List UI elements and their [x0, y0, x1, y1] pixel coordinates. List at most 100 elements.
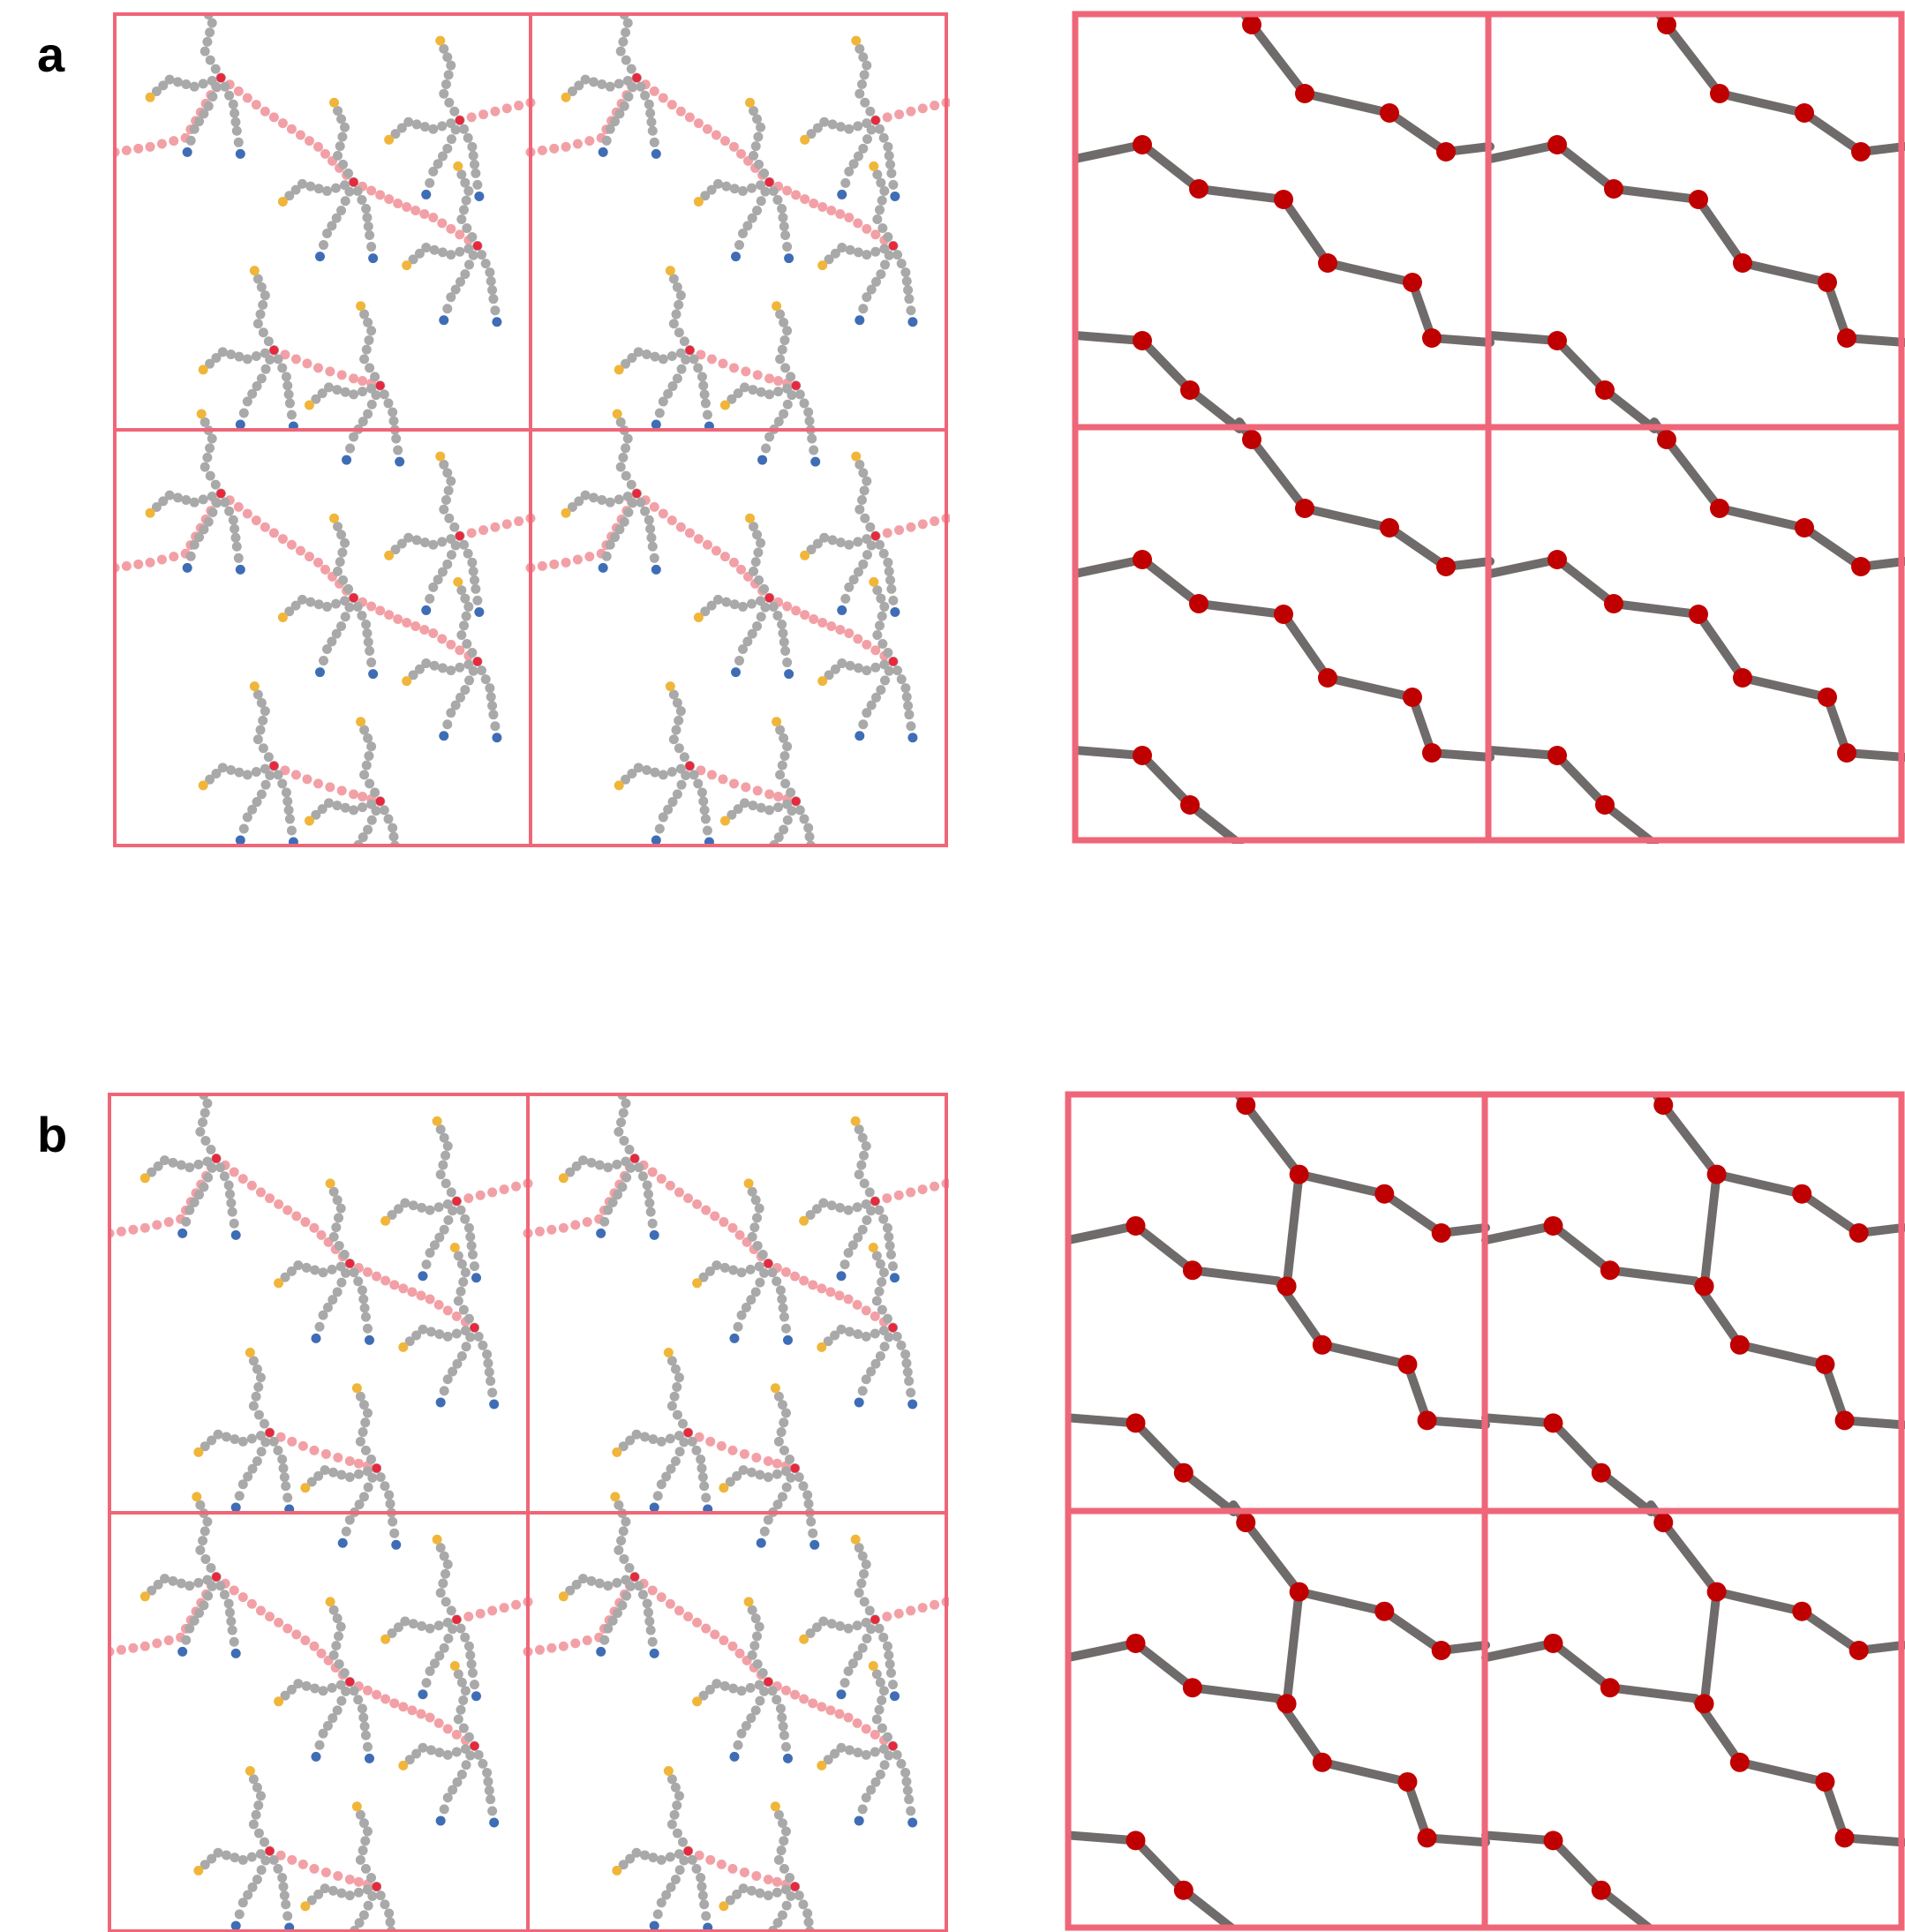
linker-bead — [647, 1585, 658, 1596]
backbone-bead — [461, 1760, 471, 1770]
backbone-bead — [780, 646, 791, 657]
backbone-bead — [417, 1620, 427, 1631]
backbone-bead — [344, 186, 355, 197]
backbone-bead — [434, 1650, 445, 1661]
coarse-bond — [1486, 331, 1562, 345]
backbone-bead — [902, 1367, 913, 1378]
backbone-bead — [393, 1204, 403, 1214]
arm-end-bead — [182, 147, 192, 157]
backbone-bead — [442, 468, 453, 478]
backbone-bead — [870, 692, 881, 703]
backbone-bead — [338, 575, 349, 585]
backbone-bead — [862, 708, 872, 718]
backbone-bead — [645, 108, 656, 118]
backbone-bead — [892, 1749, 902, 1760]
backbone-bead — [281, 1899, 291, 1910]
backbone-bead — [340, 802, 350, 813]
backbone-bead — [574, 496, 584, 507]
backbone-bead — [668, 319, 679, 329]
backbone-bead — [876, 177, 886, 188]
linker-bead — [719, 1635, 729, 1646]
backbone-bead — [811, 1622, 822, 1633]
backbone-bead — [749, 1222, 760, 1233]
core-bead — [212, 1154, 222, 1163]
backbone-bead — [614, 524, 625, 535]
backbone-bead — [181, 1635, 192, 1645]
linker-bead — [817, 1702, 827, 1712]
backbone-bead — [363, 824, 373, 835]
panel-b-molecular-view — [109, 1082, 949, 1931]
backbone-bead — [763, 1472, 773, 1483]
backbone-bead — [324, 798, 335, 808]
backbone-bead — [439, 1643, 449, 1653]
coarse-bond — [1662, 435, 1724, 513]
backbone-bead — [160, 1574, 170, 1584]
arm-end-bead — [610, 1492, 621, 1502]
backbone-bead — [668, 689, 679, 700]
backbone-bead — [260, 1855, 271, 1866]
backbone-bead — [284, 606, 295, 617]
backbone-bead — [696, 1463, 707, 1474]
linker-bead — [128, 1643, 139, 1653]
backbone-bead — [640, 506, 651, 516]
backbone-bead — [358, 417, 368, 427]
linker-bead — [773, 376, 784, 387]
backbone-bead — [672, 282, 682, 292]
backbone-bead — [365, 363, 375, 373]
backbone-bead — [824, 254, 834, 265]
backbone-bead — [644, 515, 654, 525]
backbone-bead — [753, 547, 764, 558]
linker-bead — [772, 1458, 782, 1469]
backbone-bead — [473, 1331, 484, 1342]
backbone-bead — [352, 185, 363, 196]
backbone-bead — [888, 595, 899, 605]
backbone-bead — [205, 774, 215, 785]
linker-bead — [719, 136, 730, 147]
arm-end-bead — [784, 253, 794, 264]
coarse-bond — [1300, 504, 1394, 532]
backbone-bead — [223, 1180, 234, 1191]
backbone-bead — [456, 629, 467, 640]
backbone-bead — [618, 36, 629, 47]
backbone-bead — [453, 1296, 463, 1306]
linker-bead — [121, 560, 132, 571]
backbone-bead — [251, 1809, 261, 1820]
core-bead — [764, 1677, 773, 1687]
backbone-bead — [679, 1855, 689, 1866]
linker-bead — [728, 363, 739, 373]
backbone-bead — [277, 363, 288, 373]
backbone-bead — [858, 719, 869, 730]
backbone-bead — [740, 798, 750, 808]
backbone-bead — [886, 583, 897, 594]
backbone-bead — [786, 372, 796, 382]
backbone-bead — [207, 1435, 217, 1446]
backbone-bead — [359, 354, 370, 365]
backbone-bead — [360, 1863, 371, 1874]
backbone-bead — [621, 1172, 632, 1183]
backbone-bead — [729, 599, 740, 610]
backbone-bead — [253, 1381, 264, 1392]
backbone-bead — [219, 1171, 230, 1182]
linker-bead — [817, 617, 828, 628]
backbone-bead — [565, 1167, 576, 1177]
arm-end-bead — [274, 1696, 284, 1707]
backbone-bead — [195, 1082, 205, 1092]
backbone-bead — [230, 1853, 240, 1863]
coarse-bond — [1241, 1101, 1304, 1179]
linker-bead — [558, 1641, 568, 1651]
backbone-bead — [777, 1400, 787, 1410]
backbone-bead — [870, 1777, 881, 1787]
linker-bead — [852, 1299, 862, 1310]
backbone-bead — [253, 1410, 264, 1420]
backbone-bead — [360, 1312, 371, 1322]
backbone-bead — [901, 1358, 912, 1369]
backbone-bead — [385, 1499, 395, 1509]
linker-bead — [455, 645, 465, 656]
backbone-bead — [699, 1481, 710, 1492]
backbone-bead — [442, 1331, 453, 1342]
coarse-bond — [1699, 1587, 1721, 1709]
backbone-bead — [887, 1261, 898, 1272]
backbone-bead — [375, 1891, 386, 1901]
backbone-bead — [334, 1240, 344, 1251]
backbone-bead — [460, 1686, 471, 1696]
